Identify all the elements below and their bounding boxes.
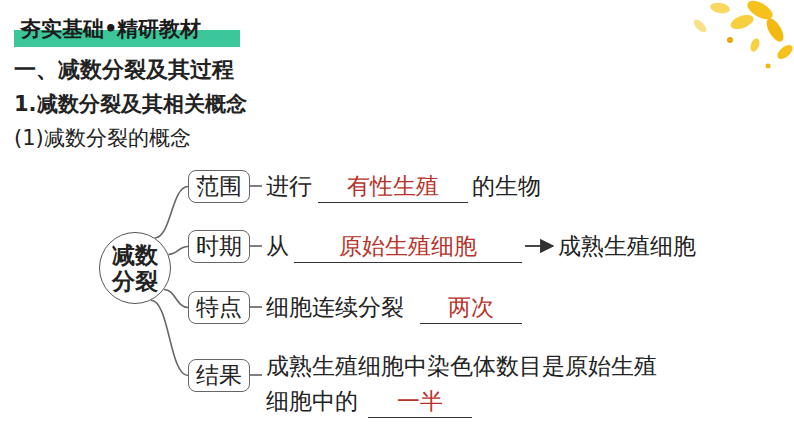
row-text: 细胞连续分裂 [266, 290, 404, 324]
center-circle: 减数分裂 [99, 232, 171, 304]
row-text: 从 [266, 229, 289, 263]
node-label: 结果 [196, 362, 242, 388]
node-label: 减数分裂 [111, 242, 159, 295]
fill-answer: 一半 [368, 385, 472, 418]
fill-answer: 两次 [420, 291, 522, 324]
row-text: 成熟生殖细胞中染色体数目是原始生殖 细胞中的 [266, 349, 682, 419]
branch-connector [168, 247, 188, 255]
fill-answer: 有性生殖 [318, 170, 468, 203]
section-banner: 夯实基础•精研教材 [20, 14, 201, 44]
flower-decoration [692, 0, 794, 69]
row-text: 的生物 [472, 169, 541, 203]
subheading: (1)减数分裂的概念 [14, 123, 191, 153]
category-box: 结果 [188, 359, 250, 392]
subheading: 1.减数分裂及其相关概念 [14, 89, 247, 119]
row-arrow [525, 245, 553, 247]
fill-answer: 原始生殖细胞 [294, 230, 522, 263]
branch-connector [164, 290, 188, 308]
row-text: 成熟生殖细胞 [558, 229, 696, 263]
row-text: 进行 [266, 169, 312, 203]
category-box: 特点 [188, 291, 250, 324]
branch-connector [155, 187, 188, 238]
row-dash [250, 186, 262, 375]
branch-connector [151, 300, 188, 375]
node-label: 时期 [196, 233, 242, 259]
heading: 一、减数分裂及其过程 [14, 55, 234, 85]
node-label: 特点 [196, 294, 242, 320]
node-label: 范围 [196, 173, 242, 199]
category-box: 时期 [188, 230, 250, 263]
category-box: 范围 [188, 170, 250, 203]
